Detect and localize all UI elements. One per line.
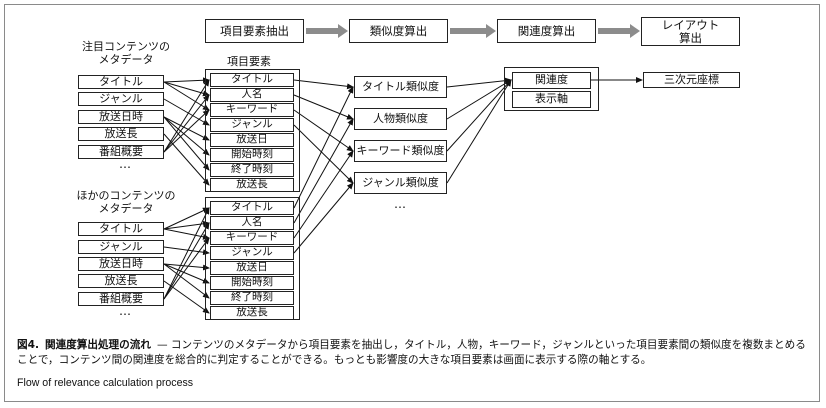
similarity-box: ジャンル類似度: [354, 172, 447, 194]
caption-figure-label: 図4.: [17, 339, 39, 351]
target-element-item: 放送長: [210, 178, 294, 192]
stage-arrow: [306, 24, 348, 38]
other-element-item: 放送日: [210, 261, 294, 275]
other-element-item: 開始時刻: [210, 276, 294, 290]
other-element-item: キーワード: [210, 231, 294, 245]
other-element-item: 放送長: [210, 306, 294, 320]
metadata-to-element-connector: [163, 207, 210, 300]
target-element-item: 開始時刻: [210, 148, 294, 162]
metadata-to-element-connector: [163, 77, 210, 84]
element-to-similarity-connector: [293, 182, 354, 254]
stage-layout-line-1: レイアウト: [661, 17, 720, 32]
other-metadata-label: ほかのコンテンツの メタデータ: [66, 189, 186, 215]
other-metadata-item: 放送長: [78, 274, 164, 288]
similarity-box: 人物類似度: [354, 108, 447, 130]
relevance-degree-box: 関連度: [512, 72, 591, 89]
target-metadata-label-line-1: 注目コンテンツの: [82, 40, 170, 53]
metadata-to-element-connector: [163, 98, 210, 126]
similarity-box: キーワード類似度: [354, 140, 447, 162]
other-metadata-item: タイトル: [78, 222, 164, 236]
metadata-to-element-connector: [163, 79, 210, 153]
target-metadata-item: タイトル: [78, 75, 164, 89]
similarity-to-relevance-connector: [446, 79, 512, 152]
target-metadata-label: 注目コンテンツの メタデータ: [66, 40, 186, 66]
target-element-item: 人名: [210, 88, 294, 102]
target-element-item: 放送日: [210, 133, 294, 147]
display-axis-box: 表示軸: [512, 91, 591, 108]
other-element-item: ジャンル: [210, 246, 294, 260]
relevance-group-frame: [504, 67, 599, 111]
similarity-ellipsis: …: [394, 197, 406, 211]
metadata-to-element-connector: [163, 207, 210, 230]
target-metadata-label-line-2: メタデータ: [98, 53, 154, 66]
stage-relevance-calculation: 関連度算出: [497, 19, 596, 43]
element-to-similarity-connector: [293, 79, 354, 90]
other-element-item: タイトル: [210, 201, 294, 215]
other-element-item: 終了時刻: [210, 291, 294, 305]
stage-arrow: [450, 24, 496, 38]
output-3d-coordinates: 三次元座標: [643, 72, 740, 88]
metadata-to-element-connector: [163, 81, 210, 111]
other-metadata-label-line-2: メタデータ: [98, 202, 154, 215]
target-element-item: ジャンル: [210, 118, 294, 132]
stage-layout-calculation: レイアウト 算出: [641, 17, 740, 46]
element-to-similarity-connector: [293, 118, 354, 224]
target-metadata-item: 放送日時: [78, 110, 164, 124]
metadata-to-element-connector: [163, 116, 210, 171]
metadata-to-element-connector: [163, 81, 210, 97]
target-element-item: 終了時刻: [210, 163, 294, 177]
metadata-to-element-connector: [163, 94, 210, 153]
other-metadata-item: 放送日時: [78, 257, 164, 271]
similarity-to-relevance-connector: [446, 77, 512, 88]
stage-element-extraction: 項目要素抽出: [205, 19, 304, 43]
other-element-item: 人名: [210, 216, 294, 230]
target-element-item: タイトル: [210, 73, 294, 87]
target-metadata-ellipsis: …: [119, 157, 131, 171]
target-metadata-item: 放送長: [78, 127, 164, 141]
metadata-to-element-connector: [163, 246, 210, 256]
similarity-box: タイトル類似度: [354, 76, 447, 98]
element-to-similarity-connector: [293, 86, 354, 209]
metadata-to-element-connector: [163, 263, 210, 299]
target-metadata-item: ジャンル: [78, 92, 164, 106]
other-metadata-item: 番組概要: [78, 292, 164, 306]
target-element-item: キーワード: [210, 103, 294, 117]
metadata-to-element-connector: [163, 263, 210, 271]
stage-arrow: [598, 24, 640, 38]
target-metadata-item: 番組概要: [78, 145, 164, 159]
element-to-similarity-connector: [293, 150, 354, 239]
other-metadata-label-line-1: ほかのコンテンツの: [76, 189, 176, 202]
metadata-to-element-connector: [163, 237, 210, 300]
figure-frame: [4, 4, 820, 402]
caption-body: コンテンツのメタデータから項目要素を抽出し，タイトル，人物，キーワード，ジャンル…: [17, 339, 806, 366]
other-metadata-ellipsis: …: [119, 304, 131, 318]
metadata-to-element-connector: [163, 222, 210, 300]
element-to-similarity-connector: [293, 109, 354, 152]
caption-title: 関連度算出処理の流れ: [45, 339, 151, 351]
metadata-to-element-connector: [163, 116, 210, 141]
element-to-similarity-connector: [293, 124, 354, 184]
elements-header: 項目要素: [227, 55, 271, 68]
similarity-to-relevance-connector: [446, 79, 512, 120]
stage-layout-line-2: 算出: [679, 30, 702, 45]
figure-caption-english: Flow of relevance calculation process: [17, 377, 194, 389]
stage-similarity-calculation: 類似度算出: [349, 19, 448, 43]
other-metadata-item: ジャンル: [78, 240, 164, 254]
figure-caption: 図4. 関連度算出処理の流れ — コンテンツのメタデータから項目要素を抽出し，タイト…: [17, 338, 807, 368]
metadata-to-element-connector: [163, 263, 210, 284]
metadata-to-element-connector: [163, 116, 210, 156]
metadata-to-element-connector: [163, 109, 210, 153]
caption-dash: —: [156, 339, 168, 351]
element-to-similarity-connector: [293, 94, 354, 120]
similarity-to-relevance-connector: [446, 79, 512, 184]
